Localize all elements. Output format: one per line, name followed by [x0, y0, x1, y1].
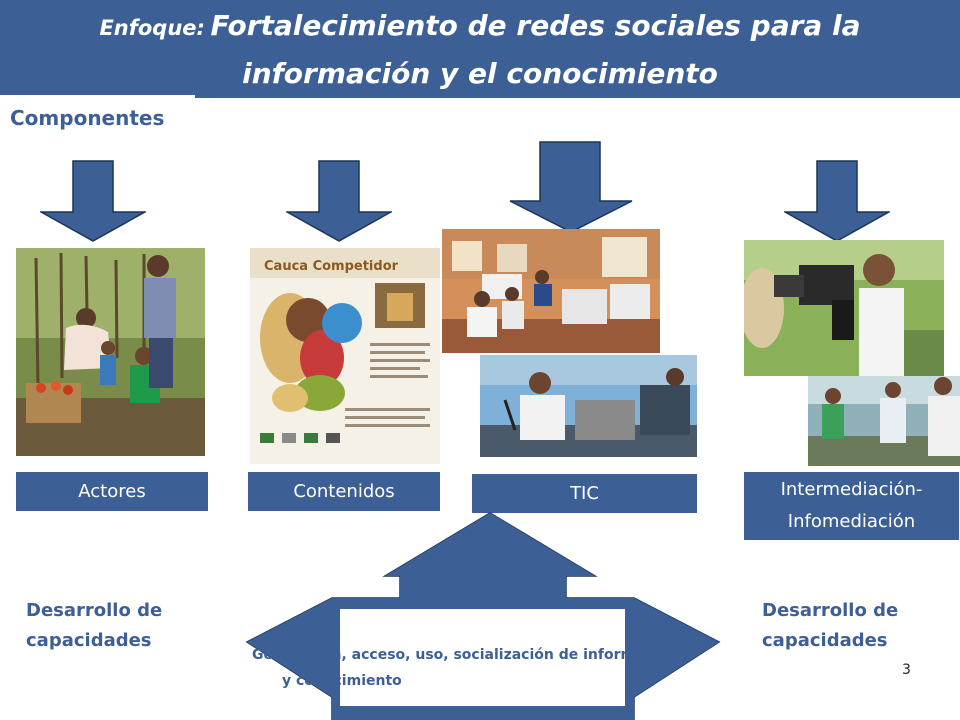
- photo-actores-farmers: [16, 248, 205, 456]
- bottom-text-line-1: Generación, acceso, uso, socialización d…: [252, 647, 678, 663]
- three-way-arrow-inner-shape: [247, 513, 719, 720]
- capacity-left-line-1: Desarrollo de: [26, 600, 163, 621]
- label-actores: Actores: [16, 472, 208, 511]
- title-line-1: Fortalecimiento de redes sociales para l…: [210, 9, 861, 42]
- banner-notch: [0, 95, 195, 101]
- photo-intermediacion-camera: [744, 240, 944, 376]
- capacity-right-line-1: Desarrollo de: [762, 600, 899, 621]
- title-banner: [0, 0, 960, 98]
- down-arrow-actores: [40, 160, 146, 242]
- photo-tic-computer-room: [442, 229, 660, 353]
- label-tic: TIC: [472, 474, 697, 513]
- capacity-left: Desarrollo de capacidades: [26, 596, 162, 656]
- title-prefix: Enfoque:: [99, 16, 205, 40]
- capacity-right: Desarrollo de capacidades: [762, 596, 898, 656]
- bottom-text-line-2: y conocimiento: [282, 673, 402, 689]
- label-contenidos: Contenidos: [248, 472, 440, 511]
- label-intermediacion-line-2: Infomediación: [787, 511, 916, 532]
- components-heading: Componentes: [10, 106, 165, 130]
- down-arrow-contenidos: [286, 160, 392, 242]
- label-intermediacion: Intermediación- Infomediación: [744, 472, 959, 540]
- down-arrow-intermediacion: [784, 160, 890, 242]
- brochure-title: Cauca Competidor: [264, 259, 399, 274]
- down-arrow-tic: [509, 141, 633, 233]
- capacity-right-line-2: capacidades: [762, 630, 888, 651]
- label-intermediacion-line-1: Intermediación-: [780, 479, 923, 500]
- slide-title: Enfoque: Fortalecimiento de redes social…: [0, 4, 960, 96]
- photo-contenidos-brochure: Cauca Competidor: [250, 248, 440, 464]
- bottom-arrow-text: Generación, acceso, uso, socialización d…: [240, 642, 730, 694]
- title-line-2: información y el conocimiento: [242, 57, 718, 90]
- capacity-left-line-2: capacidades: [26, 630, 152, 651]
- photo-tic-radio-studio: [480, 355, 697, 457]
- page-number: 3: [902, 662, 911, 678]
- photo-intermediacion-interview: [808, 376, 960, 466]
